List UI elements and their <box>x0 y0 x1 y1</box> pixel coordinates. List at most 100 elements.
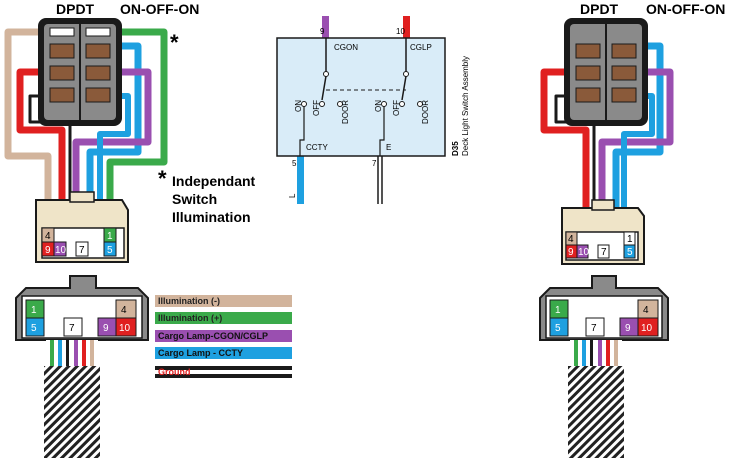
conn-pin-label: 7 <box>69 323 75 334</box>
legend-label: Ground <box>158 367 191 377</box>
switch-arm <box>401 75 407 101</box>
pin-5-label: 5 <box>292 159 297 168</box>
left-switch-mode-label: ON-OFF-ON <box>120 1 199 17</box>
wire-loom <box>44 366 100 458</box>
legend-swatch <box>155 347 292 359</box>
black-wire <box>28 94 72 200</box>
conn-cell <box>25 317 45 337</box>
purple-wire <box>598 68 674 208</box>
plug-pin-label: 10 <box>55 245 67 256</box>
plug-pin-label: 4 <box>45 231 51 242</box>
left-assembly: DPDT ON-OFF-ON * * Independant Switch Il… <box>4 1 256 458</box>
wire-loom <box>568 366 624 458</box>
plug-cell <box>75 241 89 257</box>
right-switch-type-label: DPDT <box>580 1 619 17</box>
asterisk-mark: * <box>170 30 179 55</box>
terminal <box>85 27 111 37</box>
left-connector: 1 4 5 7 9 10 <box>15 275 149 341</box>
plug-pin-label: 9 <box>45 245 51 256</box>
plug-pin-label: 1 <box>627 234 633 245</box>
right-assembly: DPDT ON-OFF-ON 4 9 10 7 1 5 <box>539 1 725 458</box>
wire-l-label: L <box>288 193 297 198</box>
conn-pin-label: 4 <box>121 305 127 316</box>
note-line-2: Switch <box>172 191 217 207</box>
conn-pin-label: 1 <box>555 305 561 316</box>
red-wire <box>540 68 590 208</box>
plug-pin-label: 10 <box>578 247 590 258</box>
pin-7-label: 7 <box>372 159 377 168</box>
right-connector: 1 4 5 7 9 10 <box>539 275 669 341</box>
tan-wire <box>4 28 52 200</box>
conn-pin-label: 4 <box>643 305 649 316</box>
pos-label: ON <box>374 100 383 112</box>
plug-pin-label: 7 <box>601 247 607 258</box>
cglp-label: CGLP <box>410 43 432 52</box>
side-title-label: Deck Light Switch Assembly <box>461 56 470 156</box>
terminal <box>49 43 75 59</box>
wire-cgon <box>322 16 329 38</box>
plug-cell <box>103 241 117 257</box>
pos-label: OFF <box>312 100 321 116</box>
red-wire <box>16 68 66 200</box>
pos-label: OFF <box>392 100 401 116</box>
left-harness <box>44 340 100 458</box>
right-switch-mode-label: ON-OFF-ON <box>646 1 725 17</box>
plug-pin-label: 7 <box>79 245 85 256</box>
black-wire <box>554 94 596 208</box>
ccty-label: CCTY <box>306 143 328 152</box>
conn-pin-label: 7 <box>591 323 597 334</box>
legend-label: Cargo Lamp - CCTY <box>158 348 243 358</box>
pin-9-label: 9 <box>320 27 325 36</box>
pos-label: DOOR <box>421 100 430 124</box>
side-code-label: D35 <box>451 141 460 156</box>
plug-pin-label: 1 <box>107 231 113 242</box>
conn-cell <box>115 317 137 337</box>
conn-pin-label: 5 <box>555 323 561 334</box>
blue-wire <box>86 42 142 200</box>
terminal <box>85 43 111 59</box>
schematic-box <box>276 37 446 157</box>
note-asterisk: * <box>158 166 167 191</box>
plug-pin-label: 4 <box>568 234 574 245</box>
left-switch-type-label: DPDT <box>56 1 95 17</box>
e-label: E <box>386 143 391 152</box>
legend-label: Illumination (+) <box>158 313 222 323</box>
conn-pin-label: 1 <box>31 305 37 316</box>
plug-pin-label: 5 <box>107 245 113 256</box>
left-switch <box>38 18 122 126</box>
wire-cglp <box>403 16 410 38</box>
green-wire <box>96 28 168 200</box>
pos-label: ON <box>294 100 303 112</box>
note-line-3: Illumination <box>172 209 251 225</box>
blue-wire <box>612 42 664 208</box>
legend-swatch <box>155 330 292 342</box>
left-plug: 4 9 10 7 1 5 <box>35 191 129 263</box>
conn-pin-label: 9 <box>103 323 109 334</box>
legend-label: Cargo Lamp-CGON/CGLP <box>158 331 268 341</box>
legend-label: Illumination (-) <box>158 296 220 306</box>
purple-wire <box>72 68 152 200</box>
right-switch <box>564 18 648 126</box>
terminal <box>85 65 111 81</box>
conn-pin-label: 10 <box>119 323 131 334</box>
plug-pin-label: 5 <box>627 247 633 258</box>
conn-pin-label: 10 <box>641 323 653 334</box>
legend-swatch <box>155 295 292 307</box>
left-wires <box>4 28 168 200</box>
conn-pin-label: 9 <box>625 323 631 334</box>
legend-swatch <box>155 312 292 324</box>
terminal <box>49 27 75 37</box>
right-wires <box>540 42 674 208</box>
conn-cell <box>63 317 83 337</box>
terminal <box>49 65 75 81</box>
pos-label: DOOR <box>341 100 350 124</box>
terminal <box>49 87 75 103</box>
terminal <box>85 87 111 103</box>
wire-ccty <box>297 156 304 204</box>
pin-10-label: 10 <box>396 27 405 36</box>
legend: Illumination (-) Illumination (+) Cargo … <box>155 295 292 378</box>
blue-wire-2 <box>621 93 655 208</box>
switch-schematic: 9 10 CGON CGLP ON OFF DOOR ON OFF DOOR C… <box>276 16 470 204</box>
note-line-1: Independant <box>172 173 256 189</box>
